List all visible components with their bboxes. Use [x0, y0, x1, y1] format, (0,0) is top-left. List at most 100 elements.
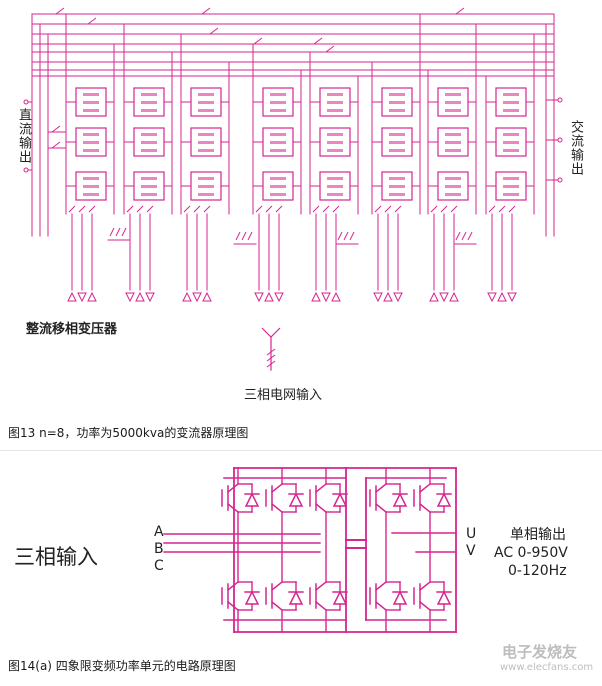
igbt-upper-4-diode — [392, 492, 408, 507]
igbt-upper-2-diode — [288, 492, 304, 507]
cell-label-mark — [270, 93, 286, 96]
input-phase-c: C — [154, 558, 164, 574]
secondary-switch — [235, 231, 241, 241]
cell-label-mark — [270, 193, 286, 196]
winding-symbol — [393, 292, 403, 303]
primary-winding — [261, 327, 281, 338]
cell-label-mark — [141, 93, 157, 96]
cell-label-mark — [445, 177, 461, 180]
winding-symbol — [87, 291, 97, 302]
winding-symbol — [439, 292, 449, 303]
cell-label-mark — [327, 149, 343, 152]
input-phase-a: A — [154, 524, 164, 540]
cell-label-mark — [389, 149, 405, 152]
cell-label-mark — [270, 141, 286, 144]
phase-tick — [88, 205, 96, 213]
igbt-lower-4-collector — [374, 580, 388, 592]
breaker-switch — [55, 7, 65, 15]
secondary-switch — [467, 231, 473, 241]
winding-symbol — [383, 291, 393, 302]
breaker-switch — [313, 37, 323, 45]
figure-divider — [0, 450, 602, 451]
winding-symbol — [487, 292, 497, 303]
igbt-lower-2-diode — [288, 590, 304, 605]
cell-label-mark — [198, 109, 214, 112]
cell-label-mark — [270, 133, 286, 136]
igbt-lower-2-emitter — [270, 600, 284, 612]
cell-label-mark — [83, 93, 99, 96]
winding-symbol — [67, 291, 77, 302]
secondary-switch — [455, 231, 461, 241]
winding-symbol — [264, 291, 274, 302]
secondary-switch — [337, 231, 343, 241]
output-phase-v: V — [466, 543, 476, 559]
phase-tick — [440, 205, 448, 213]
cell-label-mark — [445, 101, 461, 104]
igbt-upper-4-collector — [374, 482, 388, 494]
igbt-upper-3-emitter — [314, 502, 328, 514]
cell-label-mark — [327, 193, 343, 196]
phase-tick — [322, 205, 330, 213]
cell-label-mark — [389, 185, 405, 188]
cell-label-mark — [445, 93, 461, 96]
dc-switch — [51, 125, 61, 149]
phase-tick — [332, 205, 340, 213]
secondary-switch — [115, 227, 121, 237]
phase-tick — [498, 205, 506, 213]
cell-label-mark — [270, 149, 286, 152]
cell-label-mark — [198, 101, 214, 104]
input-phase-b: B — [154, 541, 164, 557]
phase-tick — [384, 205, 392, 213]
phase-tick — [255, 205, 263, 213]
cell-label-mark — [389, 177, 405, 180]
igbt-upper-5-collector — [418, 482, 432, 494]
cell-label-mark — [270, 177, 286, 180]
winding-symbol — [182, 291, 192, 302]
cell-label-mark — [83, 109, 99, 112]
igbt-upper-1-emitter — [226, 502, 240, 514]
fig14-caption: 图14(a) 四象限变频功率单元的电路原理图 — [8, 659, 236, 673]
cell-label-mark — [327, 177, 343, 180]
dc-output-label: 直流输出 — [16, 108, 31, 164]
terminal — [23, 99, 29, 105]
cell-label-mark — [141, 149, 157, 152]
breaker-switch — [209, 27, 219, 35]
phase-tick — [193, 205, 201, 213]
phase-tick — [146, 205, 154, 213]
cell-label-mark — [503, 149, 519, 152]
cell-label-mark — [141, 101, 157, 104]
cell-label-mark — [141, 177, 157, 180]
phase-tick — [78, 205, 86, 213]
igbt-upper-3-diode — [332, 492, 348, 507]
phase-tick — [126, 205, 134, 213]
cell-label-mark — [141, 133, 157, 136]
output-title: 单相输出 — [510, 527, 566, 543]
phase-tick — [68, 205, 76, 213]
winding-symbol — [331, 291, 341, 302]
cell-label-mark — [198, 177, 214, 180]
cell-label-mark — [327, 93, 343, 96]
secondary-switch — [343, 231, 349, 241]
phase-tick — [394, 205, 402, 213]
igbt-lower-5-emitter — [418, 600, 432, 612]
cell-label-mark — [83, 149, 99, 152]
cell-label-mark — [141, 141, 157, 144]
phase-tick — [488, 205, 496, 213]
igbt-upper-2-emitter — [270, 502, 284, 514]
cell-label-mark — [83, 101, 99, 104]
igbt-upper-4-emitter — [374, 502, 388, 514]
cell-label-mark — [445, 133, 461, 136]
terminal — [23, 167, 29, 173]
cell-label-mark — [83, 177, 99, 180]
winding-symbol — [274, 292, 284, 303]
phase-tick — [183, 205, 191, 213]
primary-tick — [266, 348, 276, 356]
winding-symbol — [202, 291, 212, 302]
secondary-switch — [247, 231, 253, 241]
phase-tick — [430, 205, 438, 213]
breaker-switch — [253, 37, 263, 45]
phase-tick — [312, 205, 320, 213]
cell-label-mark — [389, 193, 405, 196]
igbt-lower-3-collector — [314, 580, 328, 592]
